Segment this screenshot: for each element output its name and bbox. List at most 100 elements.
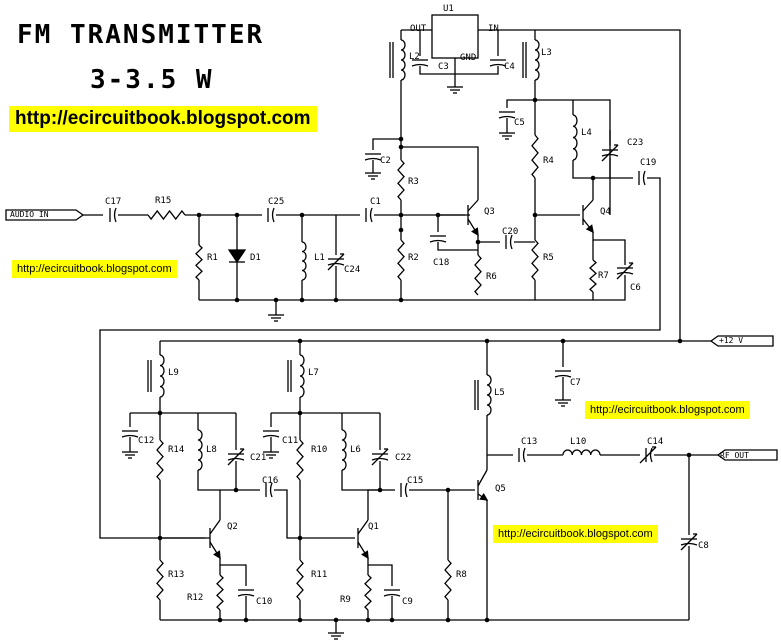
wire bbox=[99, 177, 661, 539]
q3-label: Q3 bbox=[484, 207, 495, 217]
c12-label: C12 bbox=[138, 436, 155, 446]
c19-plate bbox=[642, 170, 646, 186]
r5 bbox=[531, 239, 539, 281]
c25-plate bbox=[271, 207, 275, 223]
l1 bbox=[301, 241, 307, 281]
l9 bbox=[159, 354, 165, 398]
c24-plate bbox=[327, 262, 345, 266]
c16-label: C16 bbox=[262, 476, 279, 486]
l10 bbox=[562, 449, 601, 456]
rf-out-label: RF OUT bbox=[720, 451, 749, 460]
wire bbox=[506, 99, 535, 108]
c22-plate bbox=[371, 457, 389, 461]
c18-plate bbox=[429, 239, 447, 243]
d1-diode bbox=[227, 249, 247, 264]
r9 bbox=[364, 574, 372, 611]
l4-label: L4 bbox=[581, 128, 592, 138]
wire bbox=[592, 232, 626, 265]
c13-label: C13 bbox=[521, 437, 538, 447]
c2-plate bbox=[364, 157, 382, 161]
junction-dot bbox=[234, 297, 240, 303]
parts bbox=[5, 14, 778, 640]
r10-label: R10 bbox=[311, 445, 328, 455]
c1-plate bbox=[369, 207, 373, 223]
r4 bbox=[531, 134, 539, 179]
q2-collector bbox=[209, 519, 221, 535]
l1-label: L1 bbox=[314, 253, 325, 263]
l10-label: L10 bbox=[570, 437, 587, 447]
wire bbox=[437, 242, 478, 251]
l3-label: L3 bbox=[541, 48, 552, 58]
c8-plate bbox=[680, 542, 698, 546]
blog-url-banner[interactable]: http://ecircuitbook.blogspot.com bbox=[9, 106, 317, 132]
c20-plate bbox=[509, 234, 513, 250]
r4-label: R4 bbox=[543, 156, 554, 166]
r3 bbox=[397, 159, 405, 201]
u1-gnd-pin: GND bbox=[460, 53, 477, 63]
c9-plate bbox=[383, 593, 401, 597]
r2-label: R2 bbox=[408, 253, 419, 263]
wires bbox=[83, 29, 718, 628]
junction-dot bbox=[365, 617, 371, 623]
l6 bbox=[341, 429, 347, 471]
title-line1: FM TRANSMITTER bbox=[17, 20, 265, 50]
junction-dot bbox=[484, 617, 490, 623]
c4-plate bbox=[489, 63, 507, 67]
vcc-label: +12 V bbox=[719, 336, 744, 345]
c8-label: C8 bbox=[698, 541, 709, 551]
l2-label: L2 bbox=[409, 52, 420, 62]
c18-label: C18 bbox=[433, 258, 450, 268]
r6 bbox=[474, 254, 482, 296]
l9-label: L9 bbox=[168, 368, 179, 378]
c6-plate bbox=[616, 271, 634, 275]
q5-label: Q5 bbox=[495, 484, 506, 494]
wire bbox=[372, 138, 401, 150]
junction-dot bbox=[333, 297, 339, 303]
audio-in-label: AUDIO IN bbox=[10, 210, 49, 219]
q5-arrow bbox=[479, 492, 489, 501]
wire bbox=[419, 66, 499, 75]
r9-label: R9 bbox=[340, 595, 351, 605]
c19-label: C19 bbox=[640, 158, 657, 168]
c14-plate bbox=[649, 447, 653, 463]
junction-dot bbox=[217, 617, 223, 623]
q3-collector bbox=[467, 199, 479, 212]
blog-url-note-2[interactable]: http://ecircuitbook.blogspot.com bbox=[585, 401, 750, 419]
wire bbox=[219, 558, 247, 586]
wire bbox=[572, 160, 610, 179]
r12-label: R12 bbox=[187, 593, 204, 603]
c6-label: C6 bbox=[630, 283, 641, 293]
c9-label: C9 bbox=[402, 597, 413, 607]
r8 bbox=[444, 559, 452, 601]
r8-label: R8 bbox=[456, 570, 467, 580]
l4 bbox=[572, 114, 578, 161]
c15-label: C15 bbox=[407, 476, 424, 486]
q4-arrow bbox=[585, 224, 594, 234]
junction-dot bbox=[398, 227, 404, 233]
wire bbox=[274, 489, 355, 539]
c7-plate bbox=[554, 374, 572, 378]
c22-label: C22 bbox=[395, 453, 412, 463]
r15-label: R15 bbox=[155, 196, 172, 206]
junction-dot bbox=[297, 617, 303, 623]
l7 bbox=[299, 354, 305, 398]
blog-url-note-3[interactable]: http://ecircuitbook.blogspot.com bbox=[493, 525, 658, 543]
l6-label: L6 bbox=[350, 445, 361, 455]
c3-label: C3 bbox=[438, 62, 449, 72]
c2-label: C2 bbox=[380, 156, 391, 166]
blog-url-note-1[interactable]: http://ecircuitbook.blogspot.com bbox=[12, 260, 177, 278]
title-line2: 3-3.5 W bbox=[90, 65, 214, 95]
junction-dot bbox=[445, 617, 451, 623]
l2 bbox=[400, 39, 406, 81]
c13-plate bbox=[522, 447, 526, 463]
trimmer-arrow bbox=[371, 448, 389, 466]
r11-label: R11 bbox=[311, 570, 328, 580]
junction-dot bbox=[299, 297, 305, 303]
trimmer-arrow bbox=[601, 144, 619, 162]
r15 bbox=[147, 209, 186, 221]
c3-plate bbox=[411, 63, 429, 67]
c11-label: C11 bbox=[282, 436, 299, 446]
wire bbox=[478, 280, 536, 301]
trimmer-arrow bbox=[227, 448, 245, 466]
